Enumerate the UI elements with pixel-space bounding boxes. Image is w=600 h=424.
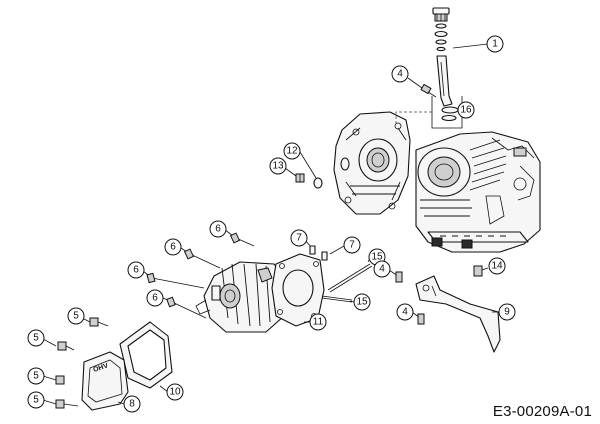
svg-text:5: 5 <box>33 371 39 382</box>
svg-text:11: 11 <box>313 317 324 328</box>
svg-text:1: 1 <box>492 39 498 50</box>
callout-1: 1 <box>486 35 504 53</box>
svg-text:6: 6 <box>215 224 221 235</box>
svg-text:15: 15 <box>371 252 383 263</box>
callout-4: 4 <box>396 303 414 321</box>
svg-text:7: 7 <box>349 240 355 251</box>
callout-5: 5 <box>27 391 45 409</box>
head-gasket <box>271 253 325 327</box>
svg-text:8: 8 <box>129 399 135 410</box>
bolt-4-upper <box>407 77 437 98</box>
svg-text:5: 5 <box>73 311 79 322</box>
svg-text:7: 7 <box>296 233 302 244</box>
callout-13: 13 <box>269 157 287 175</box>
callout-5: 5 <box>27 367 45 385</box>
callout-4: 4 <box>391 65 409 83</box>
callout-11: 11 <box>309 313 327 331</box>
callout-8: 8 <box>123 395 141 413</box>
callout-5: 5 <box>27 329 45 347</box>
svg-text:4: 4 <box>379 264 385 275</box>
callout-5: 5 <box>67 307 85 325</box>
svg-text:6: 6 <box>152 293 158 304</box>
svg-text:5: 5 <box>33 333 39 344</box>
callout-6: 6 <box>164 238 182 256</box>
engine-block <box>415 131 541 253</box>
svg-text:10: 10 <box>169 387 181 398</box>
head-bolts-6 <box>142 229 255 319</box>
callout-7: 7 <box>290 229 308 247</box>
svg-text:14: 14 <box>491 261 503 272</box>
drawing-reference-code: E3-00209A-01 <box>492 403 592 420</box>
callout-6: 6 <box>209 220 227 238</box>
crankcase-cover <box>333 111 432 215</box>
callout-10: 10 <box>166 383 184 401</box>
svg-text:6: 6 <box>133 265 139 276</box>
callout-12: 12 <box>283 142 301 160</box>
svg-text:4: 4 <box>402 307 408 318</box>
callout-4: 4 <box>373 260 391 278</box>
svg-text:16: 16 <box>460 105 472 116</box>
drain-plug-and-washer <box>284 151 323 189</box>
svg-text:12: 12 <box>286 146 298 157</box>
callout-16: 16 <box>457 101 475 119</box>
ohv-stamp-text: OHV <box>92 362 109 373</box>
bolt-14 <box>473 265 489 277</box>
oil-dipstick-assembly <box>431 7 489 129</box>
svg-text:15: 15 <box>356 297 368 308</box>
dowel-pins-7 <box>304 239 345 261</box>
valve-cover: OHV <box>81 351 129 411</box>
callout-9: 9 <box>498 303 516 321</box>
bracket-9 <box>415 275 501 353</box>
callout-6: 6 <box>127 261 145 279</box>
cover-screws-5 <box>42 317 109 409</box>
svg-text:4: 4 <box>397 69 403 80</box>
callout-7: 7 <box>343 236 361 254</box>
callout-14: 14 <box>488 257 506 275</box>
svg-text:6: 6 <box>170 242 176 253</box>
svg-text:13: 13 <box>272 161 284 172</box>
svg-text:9: 9 <box>504 307 510 318</box>
callout-6: 6 <box>146 289 164 307</box>
valve-cover-gasket <box>119 321 173 393</box>
svg-text:5: 5 <box>33 395 39 406</box>
callout-15: 15 <box>353 293 371 311</box>
callouts: 1 4 16 12 13 6 6 6 6 7 7 15 15 4 4 14 9 … <box>27 35 516 413</box>
